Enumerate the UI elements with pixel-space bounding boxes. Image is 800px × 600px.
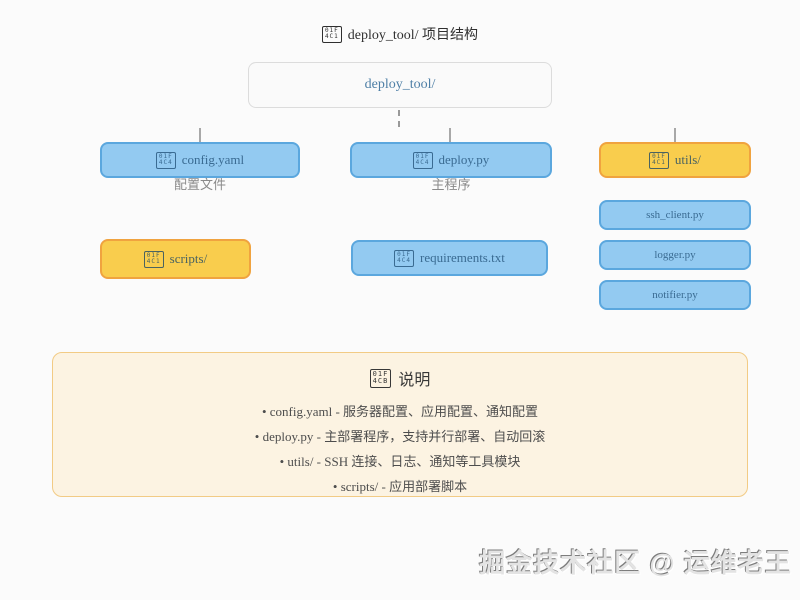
connector-deploy: [449, 128, 451, 142]
node-label: scripts/: [169, 251, 208, 266]
note-item: • utils/ - SSH 连接、日志、通知等工具模块: [279, 454, 521, 469]
note-item: • config.yaml - 服务器配置、应用配置、通知配置: [261, 404, 539, 419]
note-items: • config.yaml - 服务器配置、应用配置、通知配置 • deploy…: [53, 399, 747, 499]
note-item: • deploy.py - 主部署程序，支持并行部署、自动回滚: [254, 429, 546, 444]
connector-utils: [674, 128, 676, 142]
root-node-label: deploy_tool/: [364, 77, 436, 92]
caption-config: 配置文件: [173, 177, 226, 192]
node-deploy-tool-root: deploy_tool/: [248, 62, 552, 108]
connector-config: [199, 128, 201, 142]
node-label: ssh_client.py: [646, 209, 704, 221]
node-logger-py: logger.py: [599, 240, 751, 270]
node-notifier-py: notifier.py: [599, 280, 751, 310]
note-item: • scripts/ - 应用部署脚本: [332, 479, 468, 494]
node-label: requirements.txt: [420, 250, 505, 265]
node-label: notifier.py: [652, 289, 698, 301]
node-label: config.yaml: [181, 152, 245, 167]
node-label: logger.py: [654, 249, 696, 261]
node-label: utils/: [674, 152, 701, 167]
node-label: deploy.py: [438, 152, 490, 167]
node-ssh-client-py: ssh_client.py: [599, 200, 751, 230]
connector-dashed-root: [398, 110, 400, 127]
watermark: 掘金技术社区 @ 运维老王: [479, 548, 792, 578]
note-heading-text: 说明: [398, 372, 431, 389]
caption-deploy: 主程序: [431, 177, 471, 192]
diagram-title-text: deploy_tool/ 项目结构: [347, 28, 479, 43]
